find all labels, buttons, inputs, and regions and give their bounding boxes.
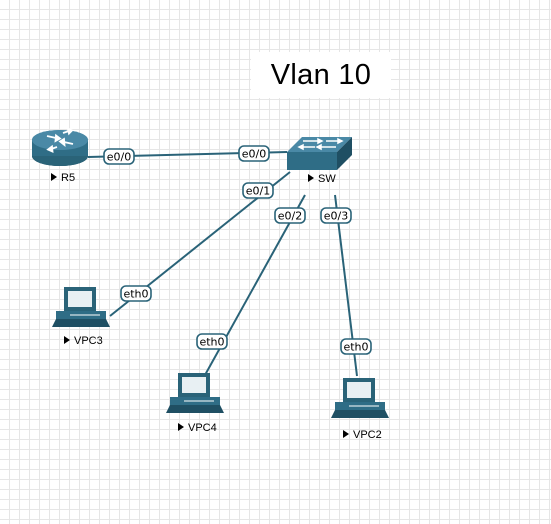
svg-text:eth0: eth0 xyxy=(123,288,148,301)
node-play-arrow xyxy=(178,423,184,431)
port-label-vpc3-eth0[interactable]: eth0 xyxy=(120,285,152,302)
svg-text:e0/3: e0/3 xyxy=(324,210,348,223)
pc-vpc2[interactable]: VPC2 xyxy=(331,378,389,441)
svg-text:e0/0: e0/0 xyxy=(242,148,266,161)
port-label-r5-e0-0[interactable]: e0/0 xyxy=(103,148,135,165)
port-label-sw-e0-1[interactable]: e0/1 xyxy=(242,182,274,199)
port-label-sw-e0-2[interactable]: e0/2 xyxy=(274,207,306,224)
pc-icon xyxy=(52,287,110,327)
port-label-sw-e0-3[interactable]: e0/3 xyxy=(320,207,352,224)
svg-text:eth0: eth0 xyxy=(199,336,224,349)
router-r5[interactable]: R5 xyxy=(32,126,88,185)
pc-vpc3-label: VPC3 xyxy=(74,335,103,347)
pc-vpc4[interactable]: VPC4 xyxy=(166,373,224,434)
pc-icon xyxy=(331,378,389,418)
switch-sw-label: SW xyxy=(318,173,336,185)
port-label-vpc2-eth0[interactable]: eth0 xyxy=(340,338,372,355)
port-label-vpc4-eth0[interactable]: eth0 xyxy=(196,333,228,350)
node-play-arrow xyxy=(343,430,349,438)
router-r5-label: R5 xyxy=(61,172,75,184)
node-play-arrow xyxy=(51,173,57,181)
router-icon xyxy=(32,126,88,166)
svg-text:eth0: eth0 xyxy=(343,341,368,354)
title-textbox[interactable]: Vlan 10 xyxy=(251,52,391,98)
switch-icon xyxy=(287,137,352,170)
svg-text:e0/0: e0/0 xyxy=(107,151,131,164)
node-play-arrow xyxy=(64,336,70,344)
port-label-sw-e0-0[interactable]: e0/0 xyxy=(238,145,270,162)
pc-icon xyxy=(166,373,224,413)
node-play-arrow xyxy=(308,174,314,182)
pc-vpc4-label: VPC4 xyxy=(188,422,217,434)
svg-text:e0/2: e0/2 xyxy=(278,210,302,223)
svg-text:e0/1: e0/1 xyxy=(246,185,270,198)
diagram-title: Vlan 10 xyxy=(270,58,372,91)
switch-sw[interactable]: SW xyxy=(287,137,352,185)
pc-vpc3[interactable]: VPC3 xyxy=(52,287,110,347)
pc-vpc2-label: VPC2 xyxy=(353,429,382,441)
